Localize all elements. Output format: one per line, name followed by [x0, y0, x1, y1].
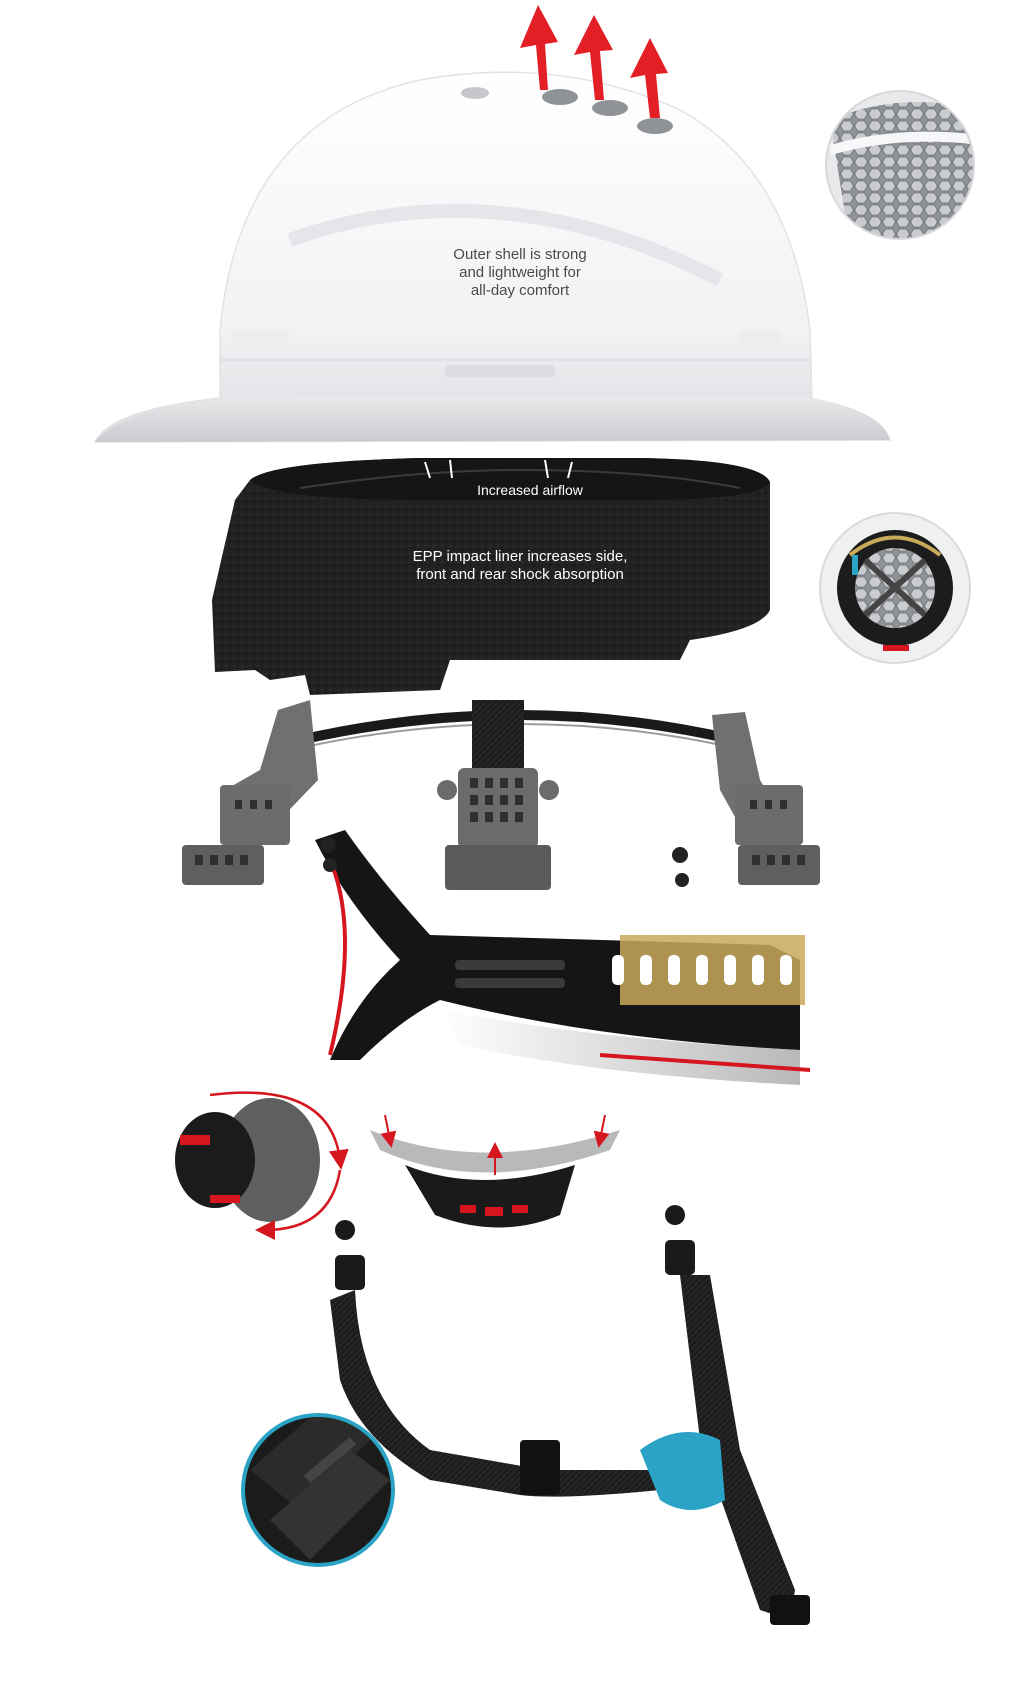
vent-icon	[592, 100, 628, 116]
buckle-inset	[241, 1413, 395, 1567]
epp-impact-liner	[212, 458, 770, 695]
liner-callout-line: front and rear shock absorption	[416, 566, 624, 583]
outer-shell	[93, 5, 892, 443]
shell-callout-line: and lightweight for	[459, 264, 581, 281]
suspension-cradle	[182, 700, 820, 890]
headband	[315, 830, 811, 1085]
shell-callout-line: all-day comfort	[470, 282, 570, 299]
airflow-callout: Increased airflow	[477, 482, 583, 498]
shell-texture-inset	[825, 90, 975, 240]
chin-strap	[330, 1205, 810, 1625]
up-arrow-icon	[630, 38, 668, 118]
up-arrow-icon	[574, 15, 613, 100]
shell-callout: Outer shell is strong and lightweight fo…	[395, 246, 645, 300]
liner-callout: EPP impact liner increases side, front a…	[380, 548, 660, 584]
ratchet-dial	[175, 1091, 349, 1240]
liner-callout-line: EPP impact liner increases side,	[412, 548, 628, 565]
vent-icon	[637, 118, 673, 134]
vent-icon	[542, 89, 578, 105]
airflow-arrows	[520, 5, 668, 118]
vent-icon	[461, 87, 489, 99]
strap-buckle-icon	[640, 1432, 725, 1510]
nape-pad	[370, 1114, 620, 1228]
up-arrow-icon	[520, 5, 558, 90]
shell-callout-line: Outer shell is strong	[453, 246, 587, 263]
underside-inset	[819, 512, 971, 664]
